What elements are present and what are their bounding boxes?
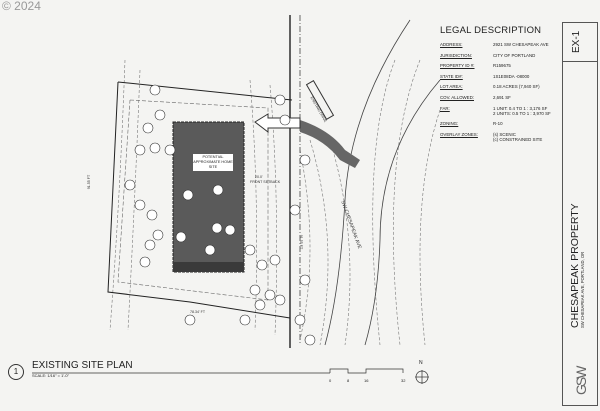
tree-icon [182,189,194,201]
scale-tick: 16 [364,378,369,383]
tree-icon [124,179,136,191]
existing-drive [254,79,360,168]
firm-logo: GSW [573,367,589,395]
front-setback-label: FRONT SETBACK [250,180,281,184]
legal-row: JURISDICTION: CITY OF PORTLAND [440,53,562,58]
legal-value: 1S1E08DA -08000 [493,73,530,79]
tree-icon [244,244,256,256]
legal-value: CITY OF PORTLAND [493,52,536,58]
tree-icon [254,299,266,311]
legal-value: 2,691 SF [493,94,511,100]
tree-icon [224,224,236,236]
tree-icon [144,239,156,251]
drawing-title: EXISTING SITE PLAN [32,360,133,371]
legal-label: ZONING: [440,121,459,127]
left-dimension: 91.55 FT [87,174,92,190]
tree-icon [134,144,146,156]
tree-icon [256,259,268,271]
trees [124,84,316,346]
tree-icon [212,184,224,196]
street-edges [299,15,441,346]
legal-description: LEGAL DESCRIPTION ADDRESS: 2921 SW CHESAP… [440,25,562,147]
legal-value: R159675 [493,63,511,69]
scale-tick: 32 [401,378,406,383]
legal-title: LEGAL DESCRIPTION [440,25,542,36]
title-line [32,368,429,384]
tree-icon [274,94,286,106]
tree-icon [204,244,216,256]
tree-icon [139,256,151,268]
tree-icon [134,199,146,211]
legal-row: ADDRESS: 2921 SW CHESAPEAK AVE [440,42,562,47]
legal-row: COV. ALLOWED: 2,691 SF [440,95,562,100]
tree-icon [146,209,158,221]
tree-icon [249,284,261,296]
tree-icon [274,294,286,306]
project-address: SW CHESAPEAK AVE, PORTLAND, OR [580,251,585,328]
tree-icon [264,289,276,301]
legal-label: PROPERTY ID #: [440,63,475,69]
tree-icon [211,222,223,234]
legal-label: COV. ALLOWED: [440,94,474,100]
legal-row: FAR: 1 UNIT: 0.4 TO 1 : 3,176 SF 2 UNITS:… [440,106,562,116]
tree-icon [269,254,281,266]
drive-arrow-icon [254,113,301,134]
home-site-shadow [173,262,244,272]
tree-icon [149,84,161,96]
tree-icon [239,314,251,326]
legal-value: R-10 [493,121,503,127]
legal-label: JURISDICTION: [440,52,472,58]
legal-label: LOT AREA: [440,84,463,90]
tree-icon [175,231,187,243]
legal-label: FAR: [440,105,450,111]
tree-icon [142,122,154,134]
legal-value: (s) SCENIC (c) CONSTRAINED SITE [493,131,543,142]
legal-value: 0.18 ACRES (7,940 SF) [493,84,540,90]
legal-label: OVERLAY ZONES: [440,131,478,137]
tree-icon [304,334,316,346]
tree-icon [289,204,301,216]
contour-lines [109,59,441,346]
tree-icon [294,314,306,326]
tree-icon [152,229,164,241]
tree-icon [279,114,291,126]
tree-icon [149,142,161,154]
scale-tick: 0 [329,378,332,383]
tree-icon [154,109,166,121]
legal-label: ADDRESS: [440,42,463,47]
property-lot [107,15,293,348]
legal-row: STATE ID#: 1S1E08DA -08000 [440,74,562,79]
copyright-watermark: © 2024 [2,0,41,13]
north-label: N [419,360,423,366]
legal-label: STATE ID#: [440,73,463,79]
home-site-label: POTENTIAL APPROXIMATE HOME SITE [193,154,233,171]
sheet-number: EX-1 [571,30,582,53]
tree-icon [164,144,176,156]
legal-row: PROPERTY ID #: R159675 [440,63,562,68]
legal-value: 1 UNIT: 0.4 TO 1 : 3,176 SF 2 UNITS: 0.5… [493,105,551,116]
tree-icon [299,154,311,166]
legal-row: OVERLAY ZONES: (s) SCENIC (c) CONSTRAINED… [440,132,562,142]
title-block: EX-1 CHESAPEAK PROPERTY SW CHESAPEAK AVE… [562,22,598,406]
setback-dimension: 20.0' [255,175,263,179]
legal-value: 2921 SW CHESAPEAK AVE [493,42,549,47]
legal-row: ZONING: R-10 [440,121,562,126]
drawing-scale: SCALE: 1/16" = 1'-0" [32,373,70,378]
drawing-number: 1 [8,364,24,380]
right-dimension: 91.55 FT [299,234,304,250]
bottom-dimension: 78.34' FT [190,310,206,314]
tree-icon [184,314,196,326]
legal-row: LOT AREA: 0.18 ACRES (7,940 SF) [440,84,562,89]
tree-icon [299,274,311,286]
scale-tick: 8 [347,378,350,383]
